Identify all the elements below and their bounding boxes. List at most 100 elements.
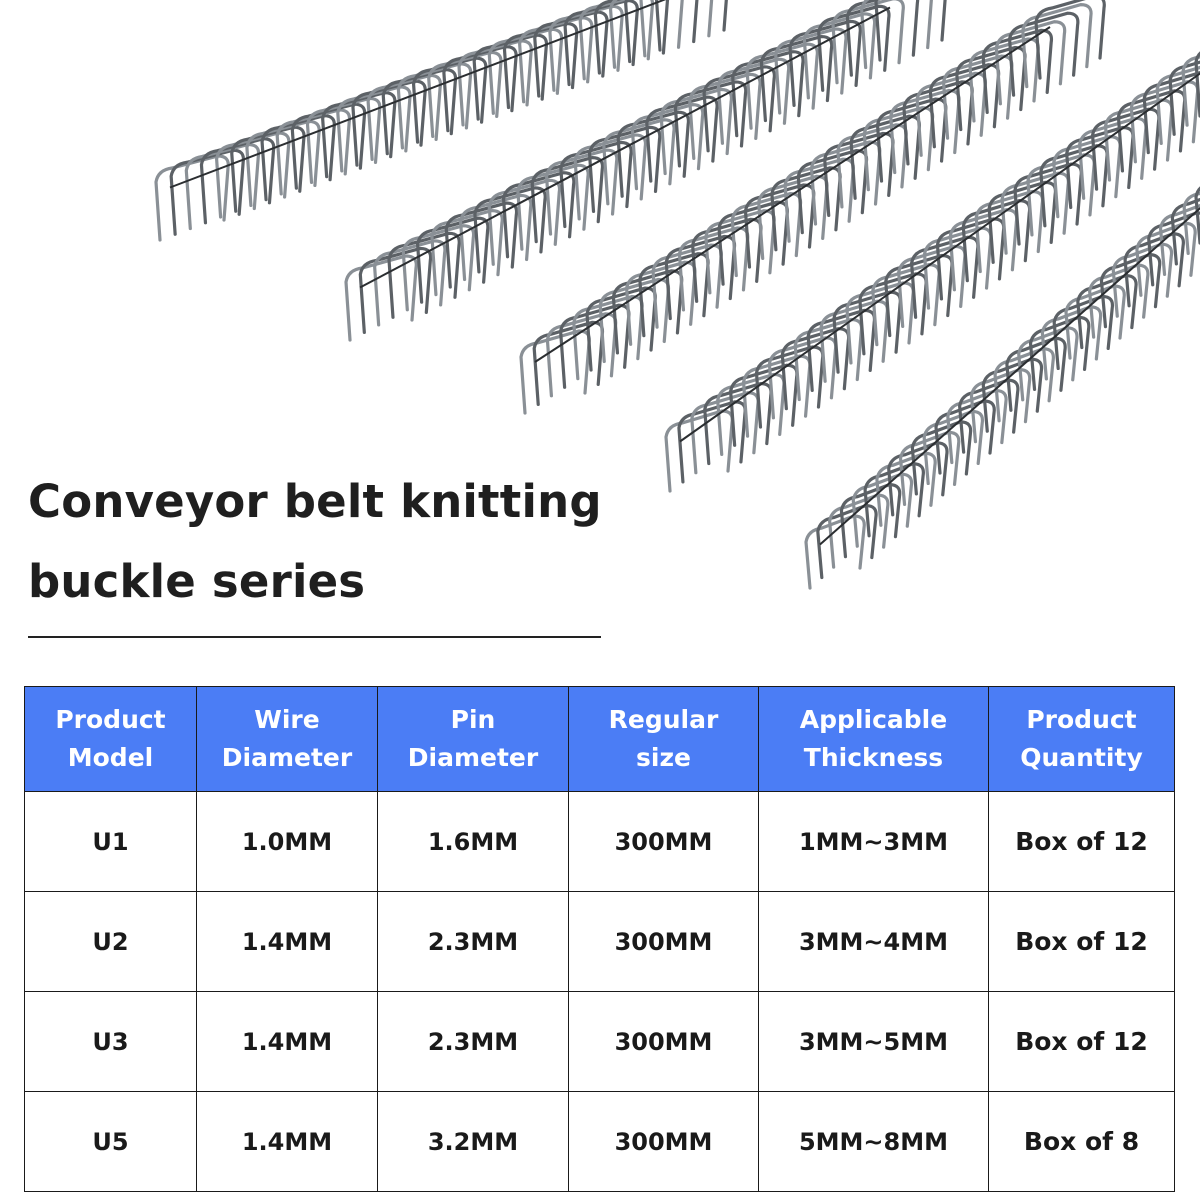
- wire-clip: [1194, 186, 1200, 245]
- title-line-2: buckle series: [28, 555, 366, 608]
- cell-model: U3: [24, 991, 197, 1092]
- wire-clip: [387, 231, 461, 319]
- wire-clip: [260, 114, 336, 202]
- wire-clip: [548, 4, 624, 92]
- cell-pin-diameter: 3.2MM: [377, 1091, 569, 1192]
- wire-clip: [275, 108, 352, 196]
- wire-clip: [516, 163, 590, 251]
- strip-rod: [359, 6, 891, 289]
- wire-clip: [828, 493, 890, 569]
- wire-clip: [593, 0, 670, 75]
- wire-clip: [981, 357, 1044, 433]
- wire-clip: [839, 483, 902, 559]
- title-underline: [28, 636, 601, 638]
- strip-rod: [169, 0, 667, 189]
- wire-clip: [1017, 326, 1079, 402]
- wire-clip: [993, 347, 1055, 423]
- table-row: U1 1.0MM 1.6MM 300MM 1MM~3MM Box of 12: [24, 791, 1175, 892]
- wire-clip: [416, 216, 490, 304]
- cell-model: U1: [24, 791, 197, 892]
- wire-clip: [442, 45, 518, 133]
- wire-clip: [831, 0, 905, 85]
- wire-clip: [802, 12, 877, 100]
- wire-clip: [578, 0, 655, 81]
- wire-clip: [1064, 284, 1126, 360]
- wire-clip: [344, 254, 418, 342]
- wire-clip: [845, 0, 920, 77]
- wire-clip: [214, 131, 291, 219]
- wire-clip: [1034, 0, 1106, 80]
- wire-clip: [910, 420, 973, 496]
- wire-clip: [336, 85, 412, 173]
- wire-clip: [518, 16, 594, 104]
- wire-clip: [487, 27, 564, 115]
- wire-clip: [759, 34, 834, 123]
- cell-thickness: 5MM~8MM: [758, 1091, 989, 1192]
- cell-wire-diameter: 1.0MM: [196, 791, 378, 892]
- clip-strip: [804, 186, 1200, 590]
- wire-clip: [860, 0, 933, 70]
- wire-clip: [922, 409, 985, 486]
- wire-clip: [358, 246, 433, 335]
- clip-strip: [664, 51, 1200, 493]
- wire-clip: [1147, 211, 1200, 287]
- wire-clip: [1021, 2, 1093, 89]
- wire-clip: [788, 19, 862, 108]
- wire-clip: [430, 208, 504, 297]
- product-photo: [154, 0, 1200, 590]
- wire-clip: [169, 148, 246, 236]
- cell-regular-size: 300MM: [568, 991, 759, 1092]
- wire-clip: [645, 95, 719, 183]
- wire-clip: [381, 68, 458, 156]
- wire-clip: [958, 378, 1020, 454]
- wire-clip: [501, 171, 576, 259]
- wire-clip: [502, 21, 579, 110]
- wire-clip: [673, 80, 748, 168]
- wire-clip: [774, 27, 848, 115]
- cell-quantity: Box of 12: [988, 991, 1175, 1092]
- wire-clip: [994, 20, 1067, 106]
- cell-pin-diameter: 1.6MM: [377, 791, 569, 892]
- wire-clip: [934, 399, 996, 475]
- strip-rod: [534, 26, 1051, 363]
- clip-strip: [519, 0, 1106, 415]
- wire-clip: [1040, 305, 1103, 381]
- cell-wire-diameter: 1.4MM: [196, 1091, 378, 1192]
- wire-clip: [411, 56, 488, 144]
- wire-clip: [602, 118, 676, 206]
- wire-clip-strips-illustration: [154, 0, 1200, 590]
- wire-clip: [1099, 253, 1162, 329]
- wire-clip: [1111, 242, 1174, 318]
- page-title: Conveyor belt knitting buckle series: [28, 462, 668, 622]
- wire-clip: [401, 224, 476, 312]
- wire-clip: [804, 514, 866, 590]
- wire-clip: [427, 50, 503, 138]
- wire-clip: [444, 201, 519, 289]
- wire-clip: [1170, 197, 1200, 266]
- wire-clip: [887, 441, 949, 517]
- cell-quantity: Box of 12: [988, 791, 1175, 892]
- wire-clip: [230, 125, 306, 213]
- cell-pin-diameter: 2.3MM: [377, 991, 569, 1092]
- wire-clip: [457, 39, 533, 127]
- wire-clip: [530, 156, 605, 244]
- wire-clip: [630, 103, 705, 191]
- wire-clip: [519, 329, 591, 415]
- wire-clip: [1052, 294, 1115, 371]
- cell-model: U2: [24, 891, 197, 992]
- clip-strip: [344, 0, 947, 342]
- strip-rod: [679, 72, 1200, 443]
- cell-quantity: Box of 12: [988, 891, 1175, 992]
- wire-clip: [716, 57, 791, 145]
- wire-clip: [321, 91, 397, 179]
- wire-clip: [1182, 191, 1200, 256]
- wire-clip: [1005, 336, 1067, 412]
- cell-regular-size: 300MM: [568, 891, 759, 992]
- wire-clip: [1168, 60, 1200, 136]
- wire-clip: [659, 87, 734, 176]
- cell-wire-diameter: 1.4MM: [196, 991, 378, 1092]
- cell-regular-size: 300MM: [568, 1091, 759, 1192]
